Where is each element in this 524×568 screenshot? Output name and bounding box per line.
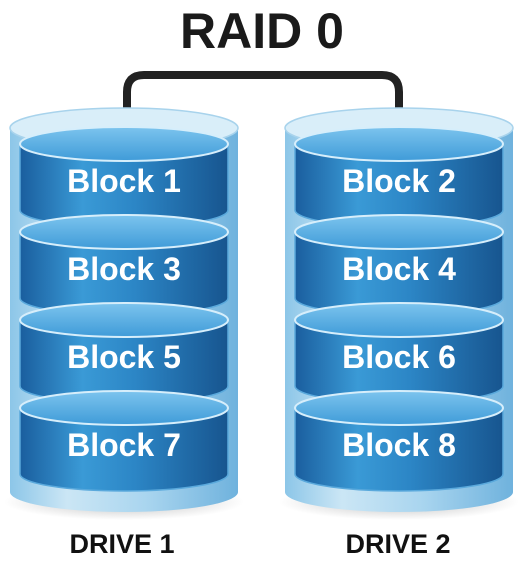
drive-2-label: DRIVE 2	[345, 529, 450, 559]
block-platter: Block 4	[294, 214, 504, 316]
block-platter: Block 7	[19, 390, 229, 492]
block-label: Block 5	[67, 339, 181, 375]
block-label: Block 3	[67, 251, 181, 287]
drive-connector	[123, 71, 403, 146]
drive-1: Block 1 Block 3 Block 5 Block 7	[4, 107, 244, 520]
block-label: Block 4	[342, 251, 456, 287]
block-platter: Block 8	[294, 390, 504, 492]
block-label: Block 2	[342, 163, 456, 199]
block-label: Block 1	[67, 163, 181, 199]
block-platter: Block 2	[294, 126, 504, 228]
block-platter: Block 6	[294, 302, 504, 404]
block-platter: Block 3	[19, 214, 229, 316]
block-label: Block 8	[342, 427, 456, 463]
diagram-title: RAID 0	[180, 3, 344, 59]
block-label: Block 7	[67, 427, 181, 463]
block-platter: Block 5	[19, 302, 229, 404]
block-platter: Block 1	[19, 126, 229, 228]
drive-2: Block 2 Block 4 Block 6 Block 8	[279, 107, 519, 520]
drive-1-label: DRIVE 1	[69, 529, 174, 559]
block-label: Block 6	[342, 339, 456, 375]
